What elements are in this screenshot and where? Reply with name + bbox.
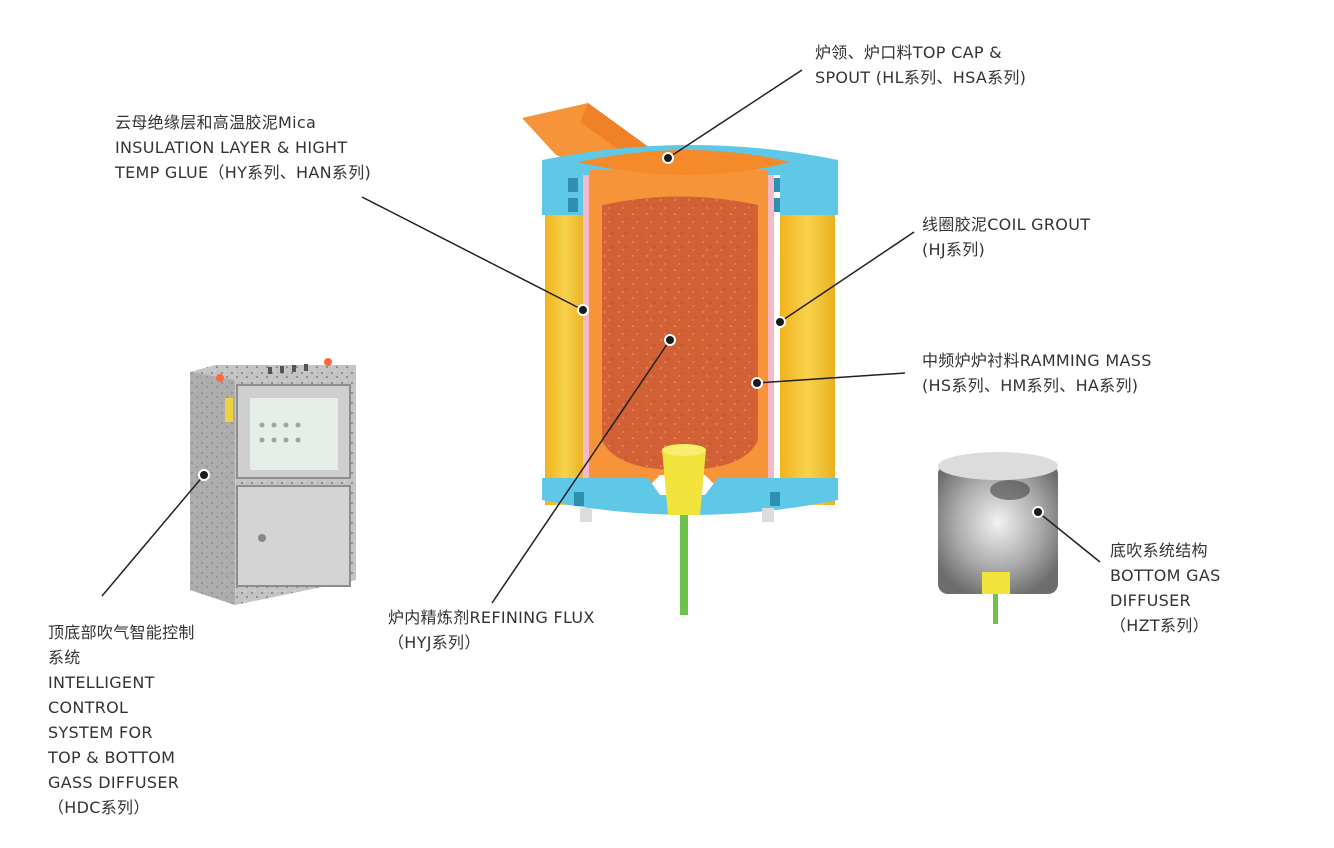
mica-strip-left bbox=[583, 175, 589, 495]
label-control-system-line8: （HDC系列） bbox=[48, 798, 150, 817]
coil-wall-left bbox=[545, 160, 585, 505]
furnace-cutaway bbox=[522, 103, 838, 615]
mica-strip-right bbox=[768, 175, 774, 495]
label-control-system-line5: SYSTEM FOR bbox=[48, 723, 153, 742]
label-control-system-line7: GASS DIFFUSER bbox=[48, 773, 180, 792]
label-refining-flux: 炉内精炼剂REFINING FLUX （HYJ系列） bbox=[388, 605, 595, 655]
label-ramming-mass-line1: 中频炉炉衬料RAMMING MASS bbox=[922, 351, 1152, 370]
label-coil-grout-line2: (HJ系列) bbox=[922, 240, 986, 259]
label-refining-flux-line1: 炉内精炼剂REFINING FLUX bbox=[388, 608, 595, 627]
label-control-system-line2: 系统 bbox=[48, 648, 81, 667]
label-mica-line3: TEMP GLUE（HY系列、HAN系列) bbox=[115, 163, 372, 182]
label-control-system-line4: CONTROL bbox=[48, 698, 129, 717]
gas-pipe bbox=[680, 515, 688, 615]
label-bottom-diffuser-line2: BOTTOM GAS bbox=[1110, 566, 1221, 585]
label-bottom-diffuser-line1: 底吹系统结构 bbox=[1110, 541, 1208, 560]
label-control-system-line1: 顶底部吹气智能控制 bbox=[48, 623, 195, 642]
label-coil-grout: 线圈胶泥COIL GROUT (HJ系列) bbox=[922, 212, 1090, 262]
gas-diffuser-plug bbox=[938, 452, 1058, 624]
label-refining-flux-line2: （HYJ系列） bbox=[388, 633, 481, 652]
label-top-cap-line2: SPOUT (HL系列、HSA系列) bbox=[815, 68, 1027, 87]
leader-lines bbox=[101, 69, 1101, 604]
label-bottom-diffuser-line3: DIFFUSER bbox=[1110, 591, 1191, 610]
cabinet-door bbox=[236, 485, 351, 587]
label-control-system: 顶底部吹气智能控制 系统 INTELLIGENT CONTROL SYSTEM … bbox=[48, 620, 195, 820]
coil-wall-right bbox=[780, 160, 835, 505]
control-cabinet bbox=[190, 358, 356, 605]
label-mica-line1: 云母绝缘层和高温胶泥Mica bbox=[115, 113, 317, 132]
label-mica-line2: INSULATION LAYER & HIGHT bbox=[115, 138, 348, 157]
label-ramming-mass: 中频炉炉衬料RAMMING MASS (HS系列、HM系列、HA系列) bbox=[922, 348, 1152, 398]
callout-dots bbox=[198, 152, 1044, 518]
label-control-system-line3: INTELLIGENT bbox=[48, 673, 155, 692]
label-control-system-line6: TOP & BOTTOM bbox=[48, 748, 176, 767]
label-top-cap-line1: 炉领、炉口料TOP CAP & bbox=[815, 43, 1002, 62]
gas-plug-yellow bbox=[662, 450, 706, 515]
label-top-cap: 炉领、炉口料TOP CAP & SPOUT (HL系列、HSA系列) bbox=[815, 40, 1026, 90]
label-bottom-diffuser: 底吹系统结构 BOTTOM GAS DIFFUSER （HZT系列） bbox=[1110, 538, 1221, 638]
label-coil-grout-line1: 线圈胶泥COIL GROUT bbox=[922, 215, 1091, 234]
label-ramming-mass-line2: (HS系列、HM系列、HA系列) bbox=[922, 376, 1139, 395]
label-mica: 云母绝缘层和高温胶泥Mica INSULATION LAYER & HIGHT … bbox=[115, 110, 371, 185]
label-bottom-diffuser-line4: （HZT系列） bbox=[1110, 616, 1209, 635]
crucible-core bbox=[602, 196, 758, 470]
cabinet-window bbox=[250, 398, 338, 470]
